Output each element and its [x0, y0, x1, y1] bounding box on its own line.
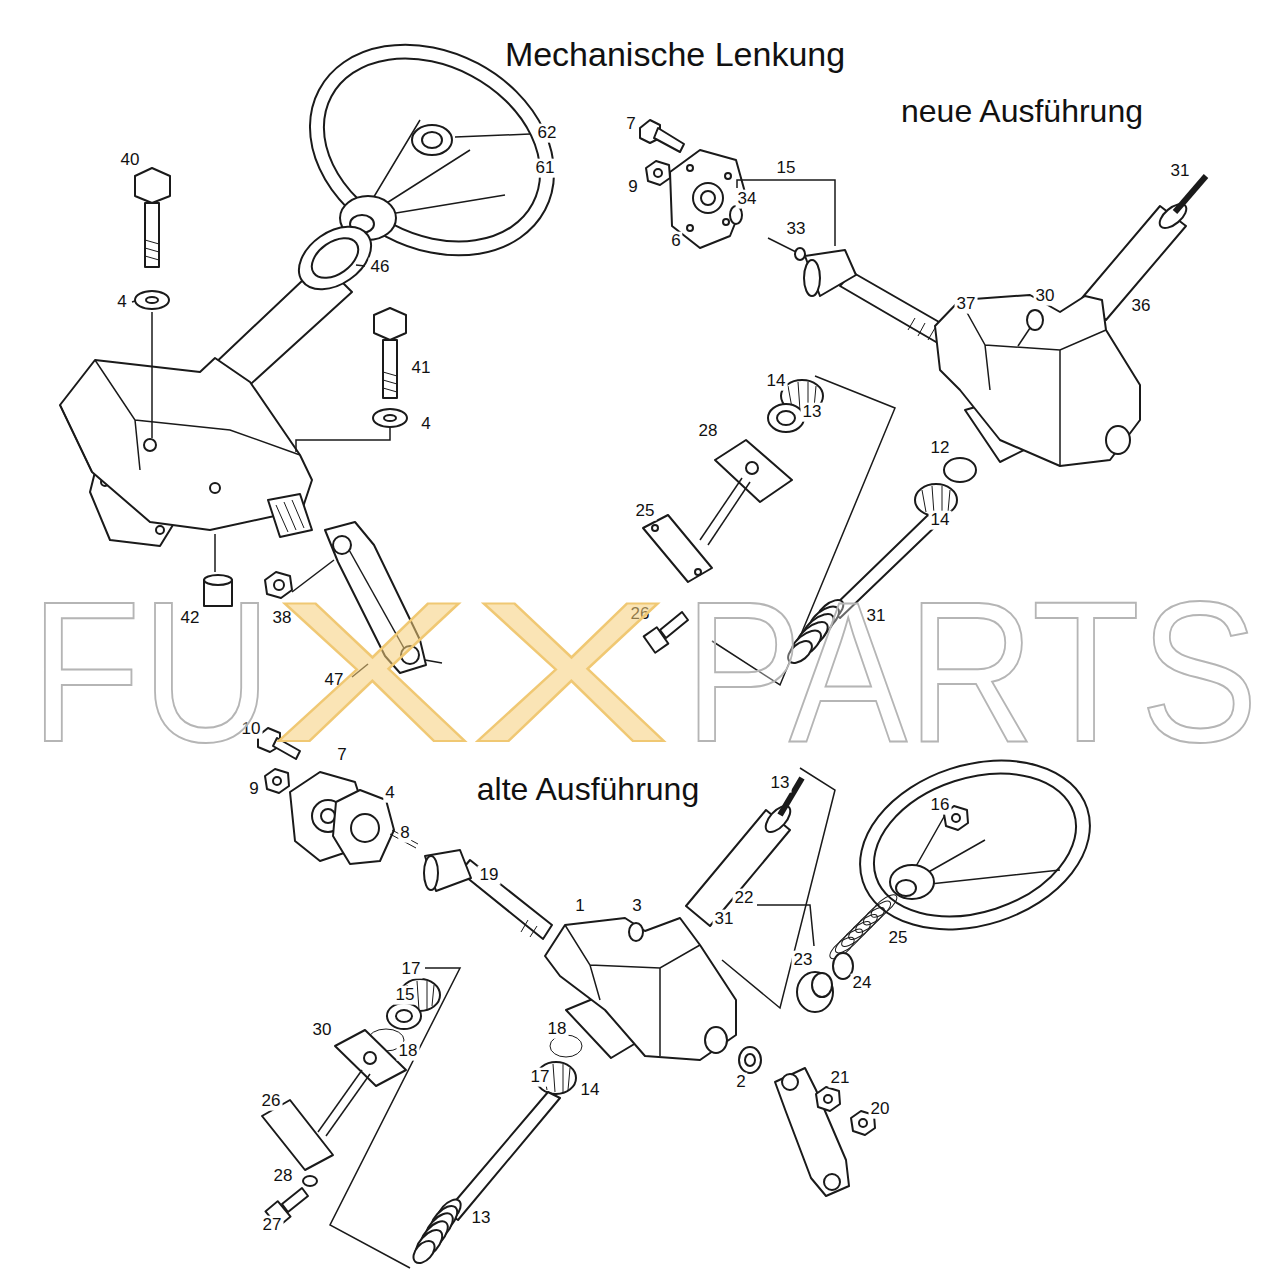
- callout-number: 21: [829, 1069, 852, 1088]
- callout-number: 28: [697, 422, 720, 441]
- callout-number: 9: [626, 178, 639, 197]
- callout-number: 12: [929, 439, 952, 458]
- callout-number: 3: [630, 897, 643, 916]
- callout-number: 4: [115, 293, 128, 312]
- watermark: PARTS: [684, 572, 1258, 772]
- callout-number: 17: [400, 960, 423, 979]
- callout-number: 33: [785, 220, 808, 239]
- watermark: XX: [272, 572, 670, 772]
- callout-number: 36: [1130, 297, 1153, 316]
- callout-number: 2: [734, 1073, 747, 1092]
- callout-number: 25: [887, 929, 910, 948]
- callout-number: 8: [398, 824, 411, 843]
- callout-number: 37: [955, 295, 978, 314]
- callout-number: 46: [369, 258, 392, 277]
- callout-number: 22: [733, 889, 756, 908]
- callout-number: 14: [579, 1081, 602, 1100]
- callout-number: 28: [272, 1167, 295, 1186]
- section-heading: neue Ausführung: [901, 94, 1143, 129]
- callout-number: 31: [1169, 162, 1192, 181]
- callout-number: 14: [929, 511, 952, 530]
- watermark: FU: [30, 572, 272, 772]
- callout-number: 62: [536, 124, 559, 143]
- callout-number: 1: [573, 897, 586, 916]
- callout-number: 19: [478, 866, 501, 885]
- callout-number: 9: [247, 780, 260, 799]
- callout-number: 18: [546, 1020, 569, 1039]
- callout-number: 13: [769, 774, 792, 793]
- callout-number: 16: [929, 796, 952, 815]
- callout-number: 30: [1034, 287, 1057, 306]
- section-heading: alte Ausführung: [477, 772, 699, 807]
- callout-number: 15: [775, 159, 798, 178]
- callout-number: 34: [736, 190, 759, 209]
- callout-number: 40: [119, 151, 142, 170]
- callout-number: 61: [534, 159, 557, 178]
- callout-number: 17: [529, 1068, 552, 1087]
- callout-number: 4: [383, 784, 396, 803]
- callout-number: 23: [792, 951, 815, 970]
- callout-number: 30: [311, 1021, 334, 1040]
- callout-number: 13: [801, 403, 824, 422]
- callout-number: 24: [851, 974, 874, 993]
- callout-number: 25: [634, 502, 657, 521]
- callout-number: 4: [419, 415, 432, 434]
- callout-number: 7: [624, 115, 637, 134]
- callout-number: 15: [394, 986, 417, 1005]
- callout-number: 41: [410, 359, 433, 378]
- callout-number: 18: [397, 1042, 420, 1061]
- callout-number: 31: [713, 910, 736, 929]
- callout-number: 6: [669, 232, 682, 251]
- callout-number: 14: [765, 372, 788, 391]
- callout-number: 20: [869, 1100, 892, 1119]
- callout-number: 13: [470, 1209, 493, 1228]
- diagram-title: Mechanische Lenkung: [505, 36, 845, 73]
- callout-number: 27: [261, 1216, 284, 1235]
- callout-number: 26: [260, 1092, 283, 1111]
